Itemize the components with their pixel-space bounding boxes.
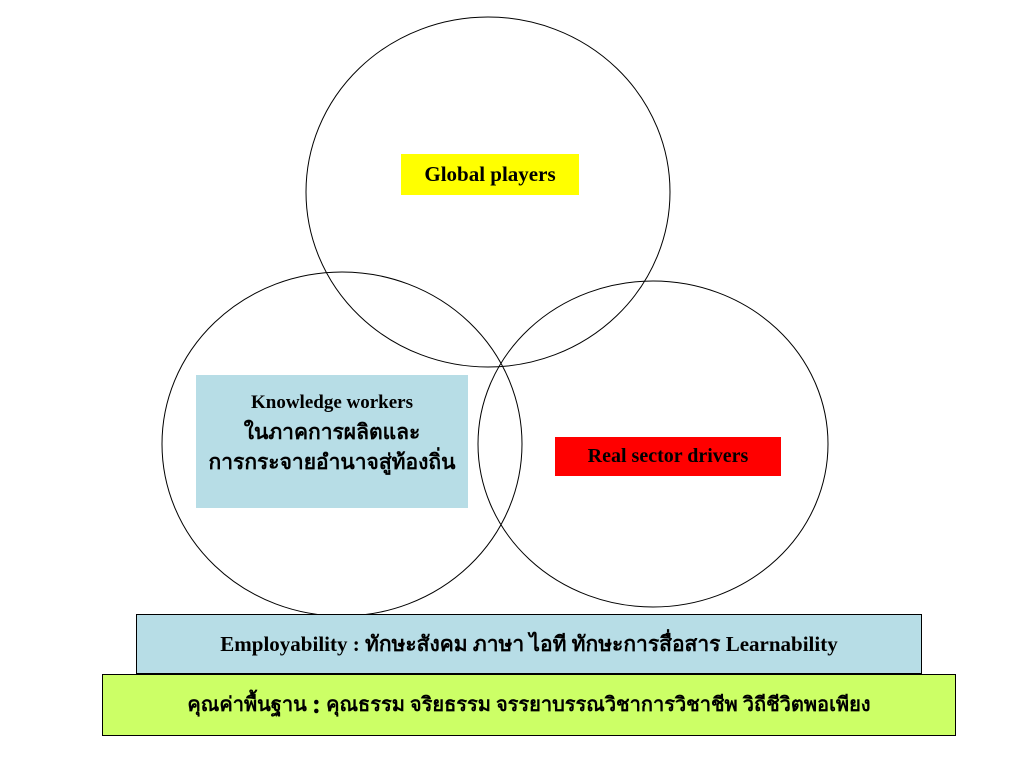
real-sector-drivers-label: Real sector drivers: [555, 437, 781, 476]
real-sector-circle: [477, 280, 829, 608]
core-values-bar: คุณค่าพื้นฐาน : คุณธรรม จริยธรรม จรรยาบร…: [102, 674, 956, 736]
global-players-circle: [305, 16, 671, 368]
core-values-colon: :: [311, 689, 322, 720]
knowledge-workers-title: Knowledge workers: [250, 392, 413, 413]
employability-bar: Employability : ทักษะสังคม ภาษา ไอที ทัก…: [136, 614, 922, 674]
knowledge-workers-line-1: ในภาคการผลิตและ: [243, 420, 421, 444]
core-values-prefix: คุณค่าพื้นฐาน: [187, 694, 312, 716]
knowledge-workers-line-2: การกระจายอำนาจสู่ท้องถิ่น: [208, 450, 456, 474]
core-values-text: คุณธรรม จริยธรรม จรรยาบรรณวิชาการวิชาชีพ…: [321, 694, 871, 716]
global-players-label: Global players: [401, 154, 579, 195]
knowledge-workers-box: Knowledge workers ในภาคการผลิตและ การกระ…: [196, 375, 468, 508]
